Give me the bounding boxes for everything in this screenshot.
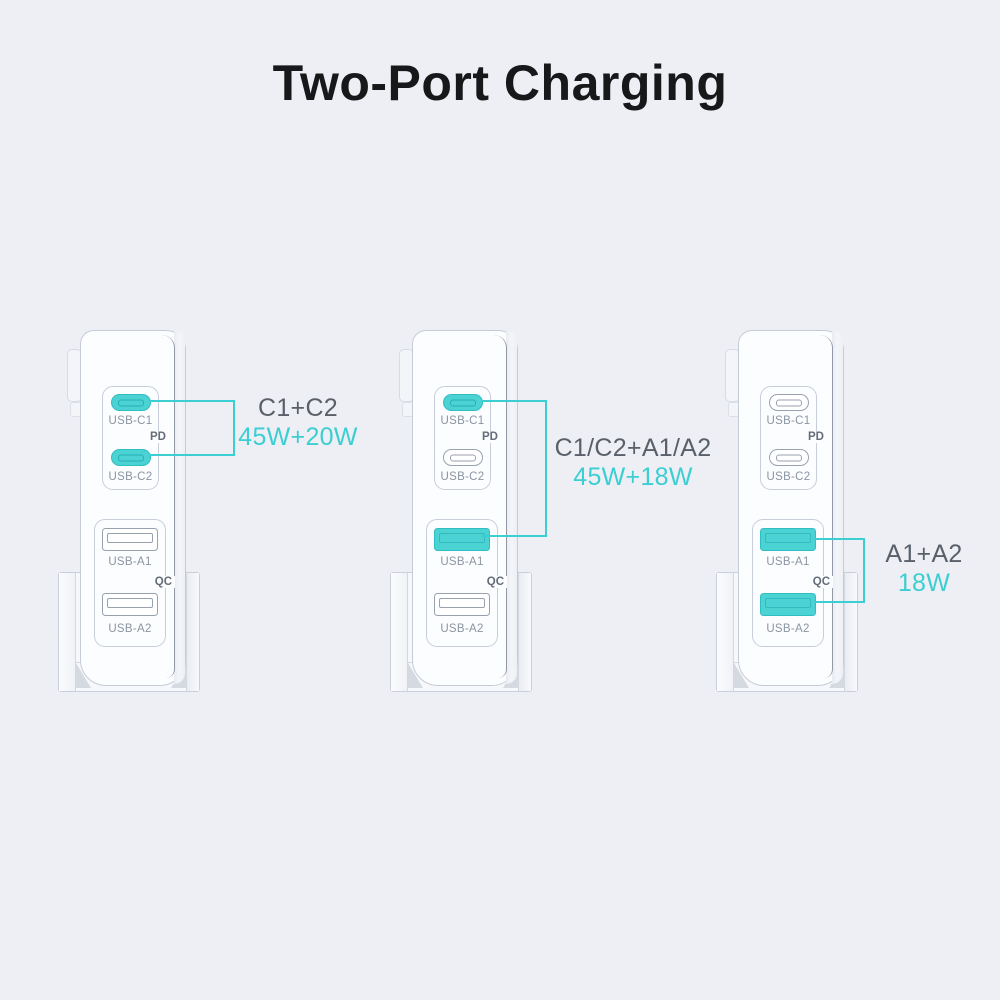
usb-c2-port: [442, 449, 483, 466]
usb-c2-label: USB-C2: [108, 471, 153, 483]
port-combo-text: C1/C2+A1/A2: [554, 434, 712, 462]
qc-label: QC: [809, 576, 833, 588]
usb-c2-label: USB-C2: [440, 471, 485, 483]
charger-side-panel: [174, 332, 185, 684]
callout-bracket-a1-a2: [814, 538, 865, 603]
usb-c1-label: USB-C1: [440, 415, 485, 427]
usb-a2-label: USB-A2: [108, 623, 152, 635]
usb-a1-label: USB-A1: [766, 556, 810, 568]
usb-a-port-panel: USB-A1 QC USB-A2: [752, 519, 833, 647]
pd-label: PD: [805, 431, 827, 443]
charger-body: USB-C1 PD USB-C2 USB-A1 QC USB-A2: [412, 330, 518, 686]
usb-c1-port: [442, 394, 483, 411]
usb-c-port-panel: USB-C1 PD USB-C2: [434, 386, 501, 490]
page-title: Two-Port Charging: [272, 55, 728, 111]
pd-label: PD: [147, 431, 169, 443]
charger-front-edge-line: [492, 335, 507, 678]
callout-bracket-c1-a1: [481, 400, 547, 537]
usb-a2-port: [102, 593, 158, 616]
usb-c2-port: [768, 449, 809, 466]
charger-side-panel: [506, 332, 517, 684]
usb-a2-label: USB-A2: [440, 623, 484, 635]
usb-c1-label: USB-C1: [766, 415, 811, 427]
port-combo-text: A1+A2: [885, 540, 963, 568]
charger-unit-3: USB-C1 PD USB-C2 USB-A1 QC USB-A2: [716, 325, 858, 697]
callout-bracket-c1-c2: [149, 400, 235, 456]
usb-a1-port: [760, 528, 816, 551]
charger-unit-1: USB-C1 PD USB-C2 USB-A1 QC USB-A2: [58, 325, 200, 697]
stand-left-arm: [391, 573, 408, 691]
power-output-text: 45W+20W: [238, 423, 358, 451]
usb-c2-label: USB-C2: [766, 471, 811, 483]
stand-right-arm: [186, 573, 199, 691]
usb-a-port-panel: USB-A1 QC USB-A2: [94, 519, 175, 647]
usb-c1-port: [110, 394, 151, 411]
stand-left-arm: [717, 573, 734, 691]
qc-label: QC: [151, 576, 175, 588]
usb-a1-label: USB-A1: [440, 556, 484, 568]
callout-label-1: C1+C2 45W+20W: [237, 394, 359, 451]
qc-label: QC: [483, 576, 507, 588]
usb-a2-label: USB-A2: [766, 623, 810, 635]
usb-a1-port: [434, 528, 490, 551]
charger-side-panel: [832, 332, 843, 684]
power-output-text: 45W+18W: [573, 463, 693, 491]
port-combo-text: C1+C2: [257, 394, 338, 422]
charger-front-edge-line: [160, 335, 175, 678]
stand-right-arm: [518, 573, 531, 691]
callout-label-2: C1/C2+A1/A2 45W+18W: [552, 434, 714, 491]
usb-c-port-panel: USB-C1 PD USB-C2: [102, 386, 169, 490]
usb-c2-port: [110, 449, 151, 466]
charger-body: USB-C1 PD USB-C2 USB-A1 QC USB-A2: [80, 330, 186, 686]
power-output-text: 18W: [897, 569, 951, 597]
usb-c1-label: USB-C1: [108, 415, 153, 427]
usb-c-port-panel: USB-C1 PD USB-C2: [760, 386, 827, 490]
usb-a1-port: [102, 528, 158, 551]
pd-label: PD: [479, 431, 501, 443]
charger-front-edge-line: [818, 335, 833, 678]
usb-a2-port: [760, 593, 816, 616]
usb-a2-port: [434, 593, 490, 616]
callout-label-3: A1+A2 18W: [871, 540, 977, 597]
charger-body: USB-C1 PD USB-C2 USB-A1 QC USB-A2: [738, 330, 844, 686]
charger-unit-2: USB-C1 PD USB-C2 USB-A1 QC USB-A2: [390, 325, 532, 697]
stand-left-arm: [59, 573, 76, 691]
usb-a1-label: USB-A1: [108, 556, 152, 568]
usb-a-port-panel: USB-A1 QC USB-A2: [426, 519, 507, 647]
usb-c1-port: [768, 394, 809, 411]
